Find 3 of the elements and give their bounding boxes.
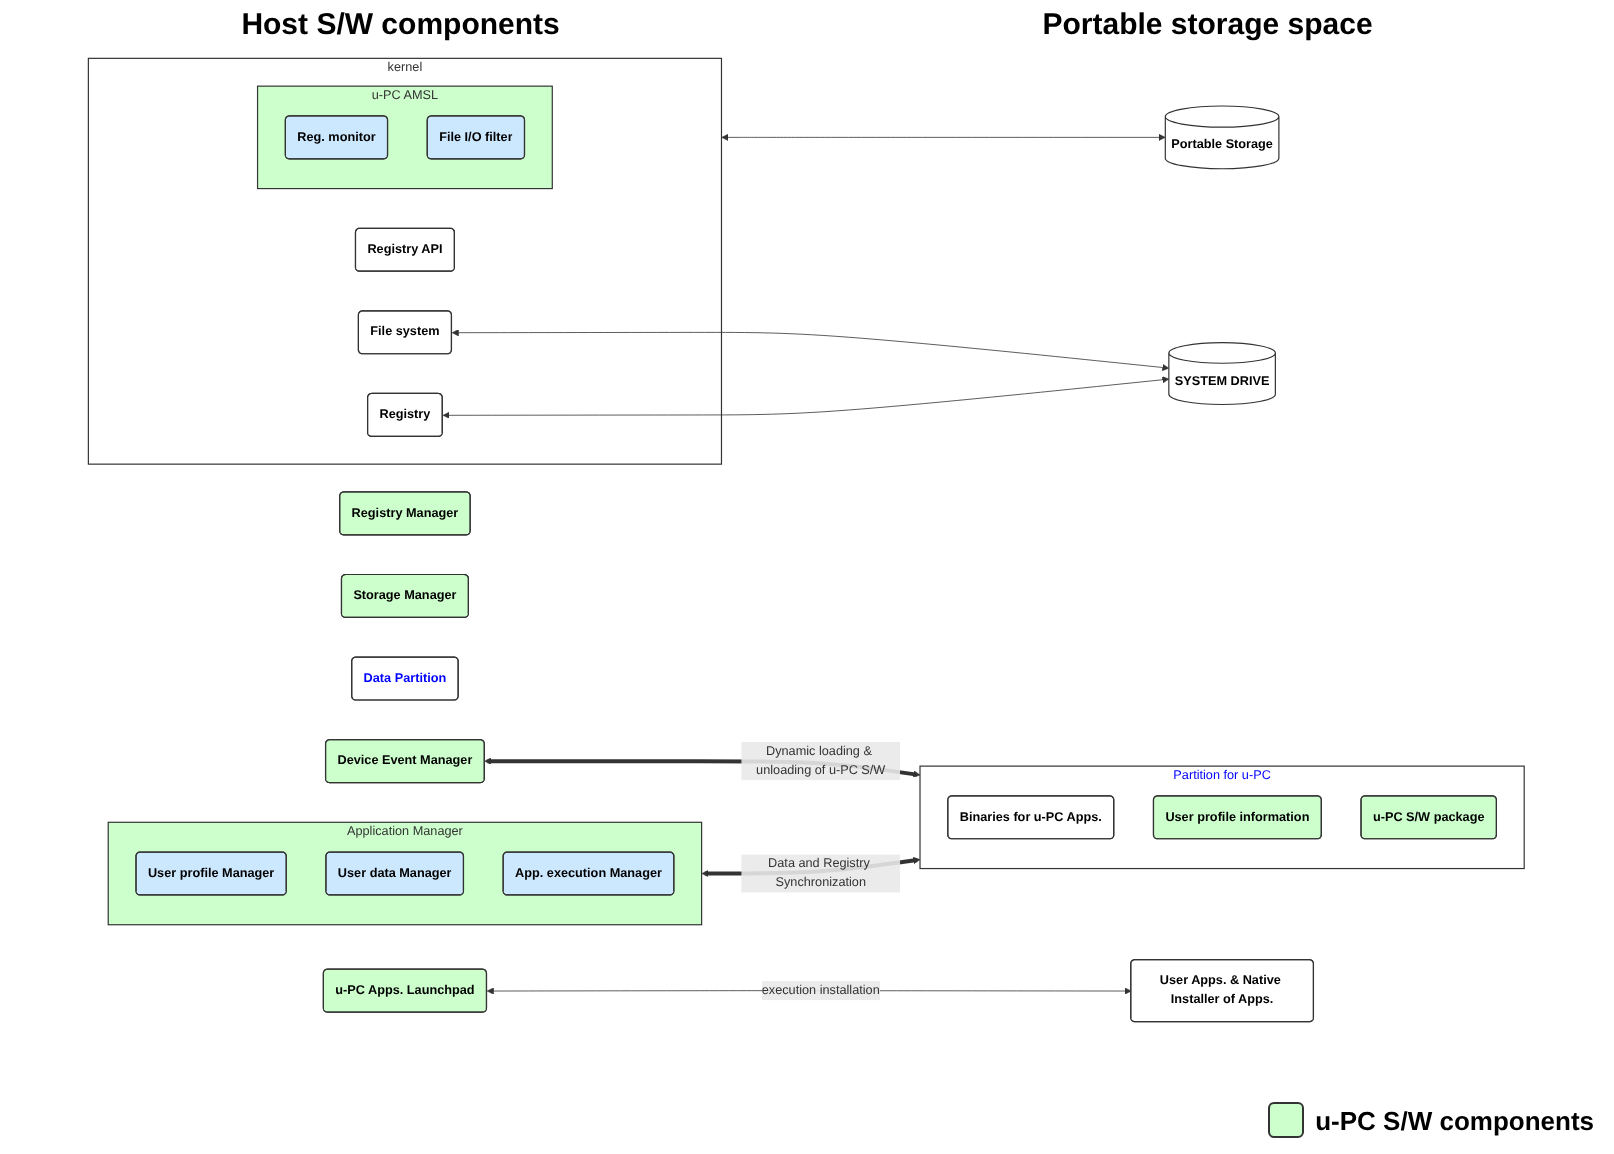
diagram-title: Host S/W components: [241, 8, 560, 42]
legend-label: u-PC S/W components: [1315, 1105, 1594, 1135]
section-heading: Portable storage space: [1042, 8, 1373, 42]
